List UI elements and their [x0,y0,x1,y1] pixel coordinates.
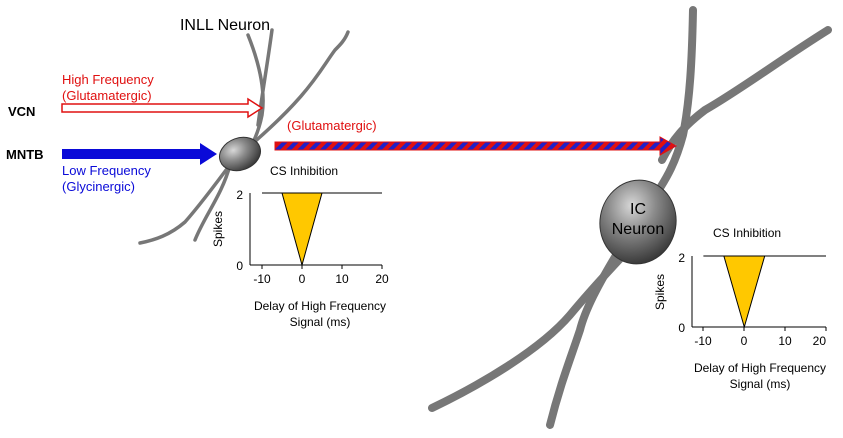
right-plot: CS Inhibition 2 0 Spikes -10 0 10 20 Del… [653,226,827,391]
projection-label: (Glutamatergic) [287,118,377,133]
left-plot-xtick-0: 0 [299,272,306,286]
right-plot-xlabel-line1: Delay of High Frequency [694,361,826,375]
high-frequency-label: High Frequency [62,72,154,87]
inll-soma [219,136,261,172]
left-plot-xlabel-line1: Delay of High Frequency [254,299,386,313]
projection-arrow [274,136,678,156]
right-plot-title: CS Inhibition [713,226,781,240]
left-plot-marks [262,192,382,267]
left-plot-xtick-10: 10 [335,272,349,286]
left-plot-inhibition-area [282,193,322,265]
mntb-input-arrow [62,143,217,165]
right-plot-ytick-0: 0 [678,321,685,335]
left-plot-xtick-20: 20 [375,272,389,286]
right-plot-xlabel-line2: Signal (ms) [730,377,791,391]
right-plot-xtick-10: 10 [778,334,792,348]
low-frequency-label: Low Frequency [62,163,151,178]
right-plot-xtick-0: 0 [741,334,748,348]
ic-dendrites [428,6,832,429]
left-plot-ytick-2: 2 [236,188,243,202]
low-frequency-type-label: (Glycinergic) [62,179,135,194]
right-plot-marks [703,255,826,329]
left-plot: CS Inhibition 2 0 Spikes -10 0 10 20 Del… [211,164,389,329]
left-plot-title: CS Inhibition [270,164,338,178]
left-plot-series-line [262,192,382,267]
vcn-input-arrow [61,97,264,119]
high-frequency-type-label: (Glutamatergic) [62,88,152,103]
ic-neuron-label-line2: Neuron [612,221,664,238]
ic-neuron-label-line1: IC [630,201,646,218]
ic-soma [599,179,677,265]
left-plot-ylabel: Spikes [211,211,225,247]
right-plot-xticks [702,327,827,331]
inll-neuron-title: INLL Neuron [180,17,270,34]
left-plot-ytick-0: 0 [236,259,243,273]
right-plot-xtick-20: 20 [813,334,827,348]
right-plot-ytick-2: 2 [678,251,685,265]
left-plot-xtick-m10: -10 [253,272,271,286]
mntb-label: MNTB [6,147,44,162]
left-plot-xticks [261,265,383,269]
left-plot-xlabel-line2: Signal (ms) [290,315,351,329]
right-plot-series-line [703,255,826,329]
vcn-label: VCN [8,104,35,119]
right-plot-xtick-m10: -10 [694,334,712,348]
right-plot-inhibition-area [723,256,765,327]
right-plot-ylabel: Spikes [653,274,667,310]
